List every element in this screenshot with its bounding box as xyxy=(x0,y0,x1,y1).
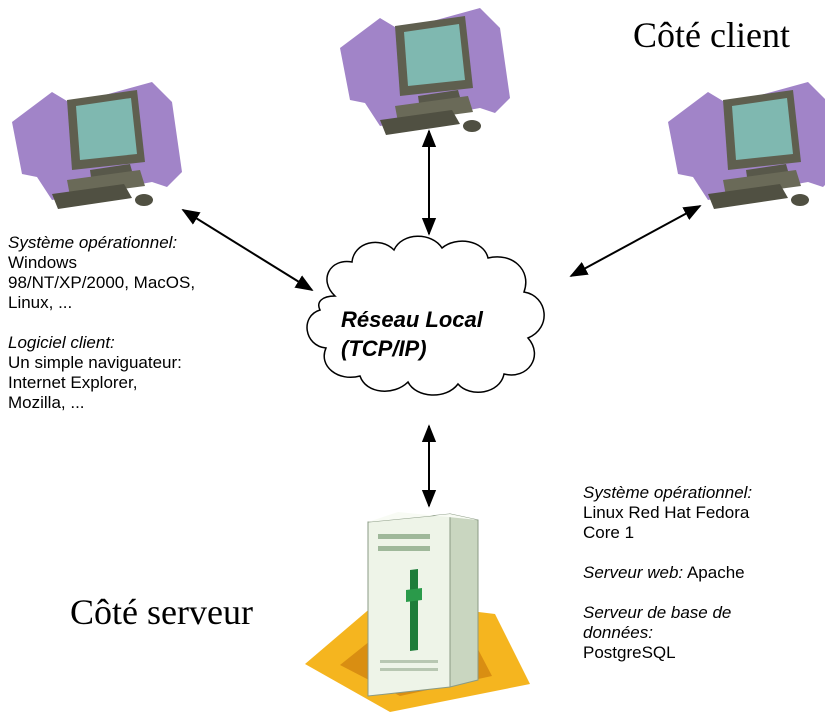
client-computer-icon-left xyxy=(12,82,182,209)
server-web-value: Apache xyxy=(686,563,745,582)
server-db-value: PostgreSQL xyxy=(583,643,676,662)
client-side-heading: Côté client xyxy=(633,15,790,55)
client-os-line3: Linux, ... xyxy=(8,293,73,312)
server-os-label: Système opérationnel: xyxy=(583,483,753,502)
server-os-line1: Linux Red Hat Fedora xyxy=(583,503,750,522)
double-arrow-icon xyxy=(569,205,702,277)
server-info: Système opérationnel: Linux Red Hat Fedo… xyxy=(583,483,752,663)
client-os-line1: Windows xyxy=(8,253,77,272)
network-label: Réseau Local (TCP/IP) xyxy=(341,305,483,363)
client-computer-icon-right xyxy=(668,82,825,209)
network-label-line2: (TCP/IP) xyxy=(341,336,427,361)
client-software-label: Logiciel client: xyxy=(8,333,115,352)
client-software-line3: Mozilla, ... xyxy=(8,393,85,412)
server-side-heading: Côté serveur xyxy=(70,592,253,632)
client-software-line1: Un simple naviguateur: xyxy=(8,353,182,372)
network-cloud-icon xyxy=(306,235,545,396)
client-software-line2: Internet Explorer, xyxy=(8,373,138,392)
client-info: Système opérationnel: Windows 98/NT/XP/2… xyxy=(8,233,195,413)
client-os-label: Système opérationnel: xyxy=(8,233,178,252)
server-db-label-line2: données: xyxy=(583,623,653,642)
network-label-line1: Réseau Local xyxy=(341,307,483,332)
double-arrow-icon xyxy=(181,209,314,291)
server-os-line2: Core 1 xyxy=(583,523,635,542)
client-computer-icon-center xyxy=(340,8,510,135)
server-db-label-line1: Serveur de base de xyxy=(583,603,732,622)
server-web-label: Serveur web: xyxy=(583,563,684,582)
server-tower-icon xyxy=(305,512,530,712)
client-os-line2: 98/NT/XP/2000, MacOS, xyxy=(8,273,196,292)
